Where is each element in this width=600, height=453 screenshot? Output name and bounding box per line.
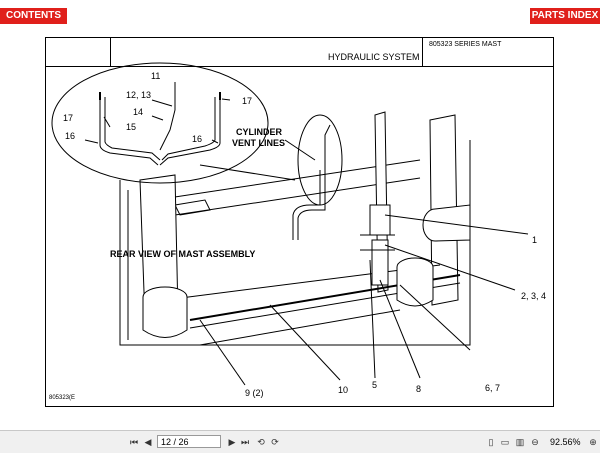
callout-15: 15 (126, 122, 136, 132)
header-separator-right (422, 38, 423, 66)
first-page-icon[interactable]: ⏮ (129, 437, 139, 447)
rear-view-label: REAR VIEW OF MAST ASSEMBLY (110, 249, 255, 259)
parts-index-button[interactable]: PARTS INDEX (530, 8, 600, 24)
zoom-level[interactable]: 92.56% (550, 437, 581, 447)
callout-12-13: 12, 13 (126, 90, 151, 100)
last-page-icon[interactable]: ⏭ (240, 437, 250, 447)
callout-6-7: 6, 7 (485, 383, 500, 393)
vent-lines-label-2: VENT LINES (232, 138, 285, 148)
callout-17-right: 17 (242, 96, 252, 106)
vent-lines-label-1: CYLINDER (236, 127, 283, 137)
callout-5: 5 (372, 380, 377, 390)
contents-button[interactable]: CONTENTS (0, 8, 67, 24)
header-divider (46, 66, 553, 67)
zoom-out-icon[interactable]: ⊖ (531, 437, 539, 447)
facing-view-icon[interactable]: ▥ (515, 437, 525, 447)
continuous-view-icon[interactable]: ▭ (500, 437, 510, 447)
callout-1: 1 (532, 235, 537, 245)
forward-view-icon[interactable]: ⟳ (271, 437, 279, 447)
single-page-view-icon[interactable]: ▯ (488, 437, 494, 447)
callout-9: 9 (2) (245, 388, 264, 398)
hydraulic-diagram: 11 12, 13 14 15 16 16 17 17 CYLINDER VEN… (51, 62, 546, 398)
section-title: HYDRAULIC SYSTEM (328, 52, 420, 62)
next-page-icon[interactable]: ▶ (228, 437, 236, 447)
callout-17-left: 17 (63, 113, 73, 123)
callout-14: 14 (133, 107, 143, 117)
pdf-toolbar: ⏮ ◀ 12 / 26 ▶ ⏭ ⟲ ⟳ ▯ ▭ ▥ ⊖ 92.56% ⊕ (0, 430, 600, 453)
series-label: 805323 SERIES MAST (429, 41, 502, 48)
document-number: 805323(E (49, 395, 76, 401)
callout-2-3-4: 2, 3, 4 (521, 291, 546, 301)
callout-8: 8 (416, 384, 421, 394)
callout-10: 10 (338, 385, 348, 395)
back-view-icon[interactable]: ⟲ (257, 437, 265, 447)
callout-11: 11 (151, 71, 160, 81)
callout-16-right: 16 (192, 134, 202, 144)
zoom-in-icon[interactable]: ⊕ (589, 437, 597, 447)
callout-16-left: 16 (65, 131, 75, 141)
prev-page-icon[interactable]: ◀ (144, 437, 152, 447)
page-number-input[interactable]: 12 / 26 (157, 435, 221, 448)
header-separator-left (110, 38, 111, 66)
drawing-sheet: 805323 SERIES MAST HYDRAULIC SYSTEM 8053… (45, 37, 554, 407)
